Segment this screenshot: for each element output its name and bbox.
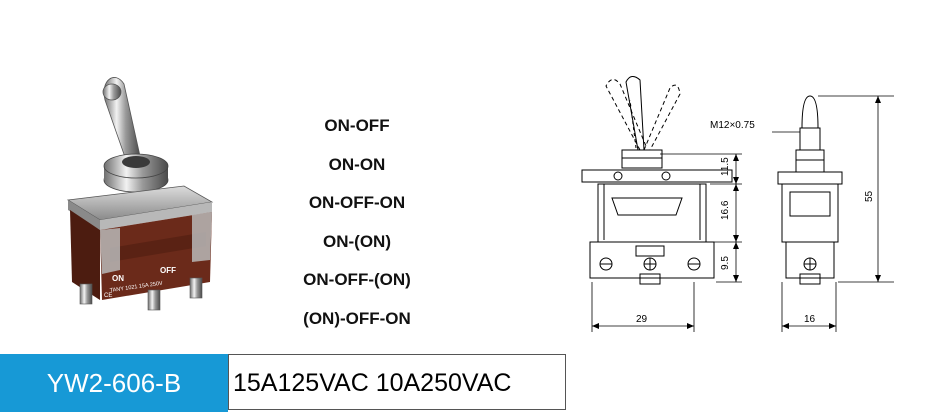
function-item: ON-OFF (324, 116, 390, 135)
function-item: (ON)-OFF-ON (303, 308, 411, 328)
dim-label-total-height: 55 (864, 190, 875, 202)
photo-on-label: ON (112, 274, 124, 283)
dim-label-upper: 11.5 (720, 157, 731, 176)
switch-functions-list: ON-OFF ON-ON ON-OFF-ON ON-(ON) ON-OFF-(O… (262, 112, 452, 343)
front-dimension-lines (591, 153, 742, 332)
product-photo: ON OFF TANY 1021 15A 250V CE (66, 77, 214, 311)
dim-label-middle: 16.6 (720, 200, 731, 220)
dim-label-front-width: 29 (636, 314, 648, 325)
front-view-drawing (581, 76, 733, 285)
dimension-drawings: 11.5 16.6 9.5 29 16 55 M12×0.75 (581, 76, 894, 332)
thread-spec-label: M12×0.75 (710, 120, 755, 131)
dim-label-lower: 9.5 (720, 256, 731, 270)
threaded-bushing (103, 153, 169, 193)
model-number: YW2-606-B (0, 354, 228, 412)
function-item: ON-OFF-(ON) (303, 270, 411, 289)
spec-bar: YW2-606-B 15A125VAC 10A250VAC (0, 354, 930, 412)
switch-body (70, 210, 212, 300)
mounting-plate (66, 185, 214, 230)
function-item: ON-OFF-ON (308, 193, 406, 212)
dim-label-side-width: 16 (804, 314, 816, 325)
photo-off-label: OFF (160, 266, 176, 275)
photo-ce-mark: CE (104, 293, 112, 299)
side-view-drawing (777, 95, 843, 285)
side-dimension-lines (772, 95, 894, 332)
function-item: ON-(ON) (323, 231, 391, 251)
electrical-rating: 15A125VAC 10A250VAC (228, 354, 566, 410)
function-item: ON-ON (328, 154, 386, 174)
toggle-lever (102, 77, 141, 161)
terminals (79, 277, 203, 311)
